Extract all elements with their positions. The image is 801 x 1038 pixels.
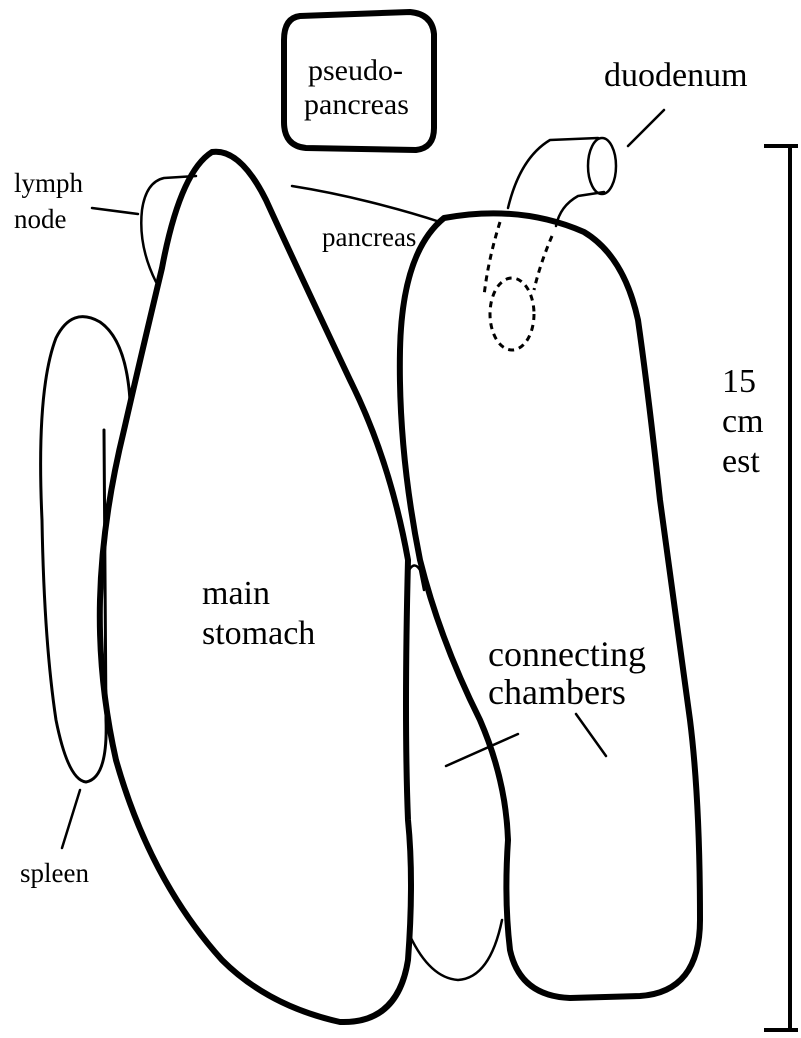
pancreas-label: pancreas <box>322 222 416 252</box>
pancreas-outline <box>292 186 440 222</box>
duodenum-hidden-opening <box>490 278 534 350</box>
pseudo-pancreas-label-2: pancreas <box>304 88 409 121</box>
duodenum-label: duodenum <box>604 57 748 94</box>
connecting-chambers-label-1: connecting <box>488 634 646 674</box>
scale-label-1: 15 <box>722 363 756 400</box>
spleen-outline <box>41 317 130 782</box>
lymph-node-label-1: lymph <box>14 168 84 198</box>
main-stomach-label-1: main <box>202 575 270 612</box>
chambers-leader-right <box>576 714 606 756</box>
main-stomach-label-2: stomach <box>202 615 315 652</box>
connecting-chambers-label-2: chambers <box>488 672 626 712</box>
scale-label-3: est <box>722 443 760 480</box>
pseudo-pancreas-label-1: pseudo- <box>308 54 403 87</box>
lymph-node-leader <box>92 208 138 214</box>
spleen-label: spleen <box>20 858 89 888</box>
lower-connector-outline <box>410 920 502 980</box>
scale-label-2: cm <box>722 403 764 440</box>
duodenum-tube-inner <box>556 192 604 226</box>
duodenum-opening <box>588 138 616 194</box>
duodenum-tube-outline <box>508 138 598 208</box>
lymph-node-label-2: node <box>14 204 67 234</box>
connecting-chambers-outline <box>400 213 700 998</box>
duodenum-leader <box>628 110 664 146</box>
spleen-leader <box>62 790 80 848</box>
duodenum-hidden-path-inner <box>534 236 552 290</box>
chambers-leader-left <box>446 734 518 766</box>
